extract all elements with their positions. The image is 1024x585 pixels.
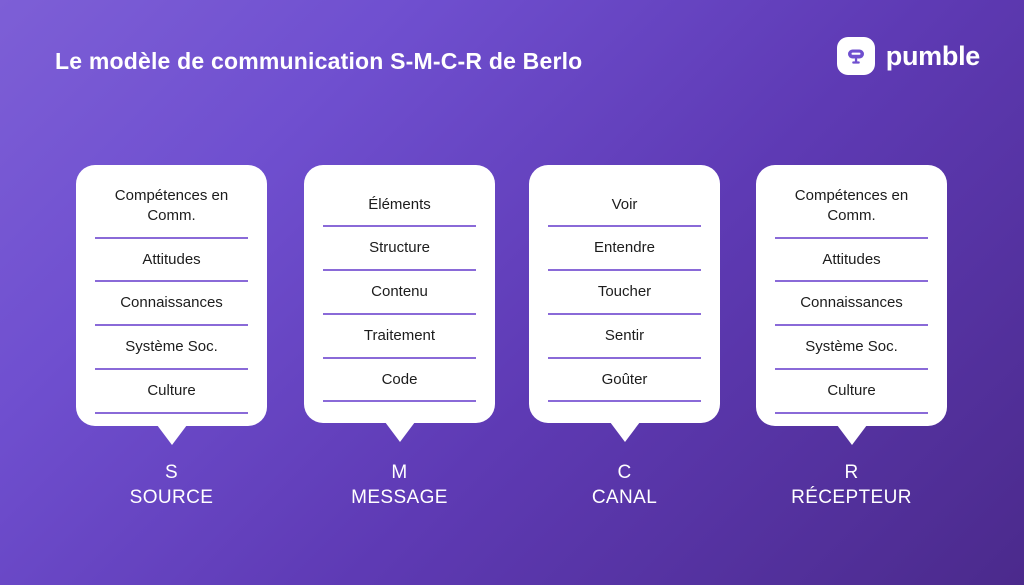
legend-letter: R	[844, 462, 859, 483]
brand-logo: pumble	[836, 37, 981, 75]
card-pointer-icon	[384, 422, 415, 442]
card-item: Attitudes	[95, 239, 248, 283]
card-item: Compétences en Comm.	[95, 175, 248, 239]
card-pointer-icon	[609, 422, 640, 442]
card-item: Attitudes	[775, 239, 928, 283]
header: Le modèle de communication S-M-C-R de Be…	[0, 0, 1024, 110]
cards-row: Compétences en Comm. Attitudes Connaissa…	[0, 165, 1024, 445]
card-channel: Voir Entendre Toucher Sentir Goûter	[529, 165, 720, 442]
card-item: Éléments	[323, 184, 476, 228]
card-item: Culture	[775, 370, 928, 414]
column-channel: Voir Entendre Toucher Sentir Goûter	[529, 165, 720, 442]
card-item: Voir	[548, 184, 701, 228]
legend-word: RÉCEPTEUR	[791, 487, 912, 508]
card-pointer-icon	[836, 424, 867, 445]
card-item: Structure	[323, 227, 476, 272]
column-receiver: Compétences en Comm. Attitudes Connaissa…	[756, 165, 947, 445]
column-message: Éléments Structure Contenu Traitement Co…	[304, 165, 495, 442]
legend-letter: M	[391, 462, 408, 483]
card-item: Contenu	[323, 271, 476, 315]
legend-channel: C CANAL	[529, 460, 720, 510]
column-source: Compétences en Comm. Attitudes Connaissa…	[76, 165, 267, 445]
legend-word: SOURCE	[129, 487, 214, 508]
legend-row: S SOURCE M MESSAGE C CANAL R RÉCEPTEUR	[0, 460, 1024, 530]
card-item: Toucher	[548, 271, 701, 315]
legend-message: M MESSAGE	[304, 460, 495, 510]
legend-letter: C	[617, 462, 632, 483]
legend-word: CANAL	[591, 487, 658, 508]
legend-receiver: R RÉCEPTEUR	[756, 460, 947, 510]
page-title: Le modèle de communication S-M-C-R de Be…	[55, 48, 583, 74]
legend-letter: S	[164, 462, 179, 483]
brand-name: pumble	[885, 40, 981, 71]
card-item: Culture	[95, 370, 248, 414]
card-item: Goûter	[548, 359, 701, 403]
card-item: Sentir	[548, 315, 701, 359]
card-receiver: Compétences en Comm. Attitudes Connaissa…	[756, 165, 947, 445]
legend-source: S SOURCE	[76, 460, 267, 510]
card-item: Compétences en Comm.	[775, 175, 928, 239]
card-item: Entendre	[548, 227, 701, 272]
card-message: Éléments Structure Contenu Traitement Co…	[304, 165, 495, 442]
legend-word: MESSAGE	[351, 487, 448, 508]
card-item: Connaissances	[775, 282, 928, 327]
card-item: Système Soc.	[775, 326, 928, 370]
pumble-chat-bubble-icon	[836, 37, 875, 75]
card-source: Compétences en Comm. Attitudes Connaissa…	[76, 165, 267, 445]
card-item: Code	[323, 359, 476, 403]
card-item: Connaissances	[95, 282, 248, 327]
card-item: Traitement	[323, 315, 476, 359]
card-pointer-icon	[156, 424, 187, 445]
card-item: Système Soc.	[95, 326, 248, 370]
